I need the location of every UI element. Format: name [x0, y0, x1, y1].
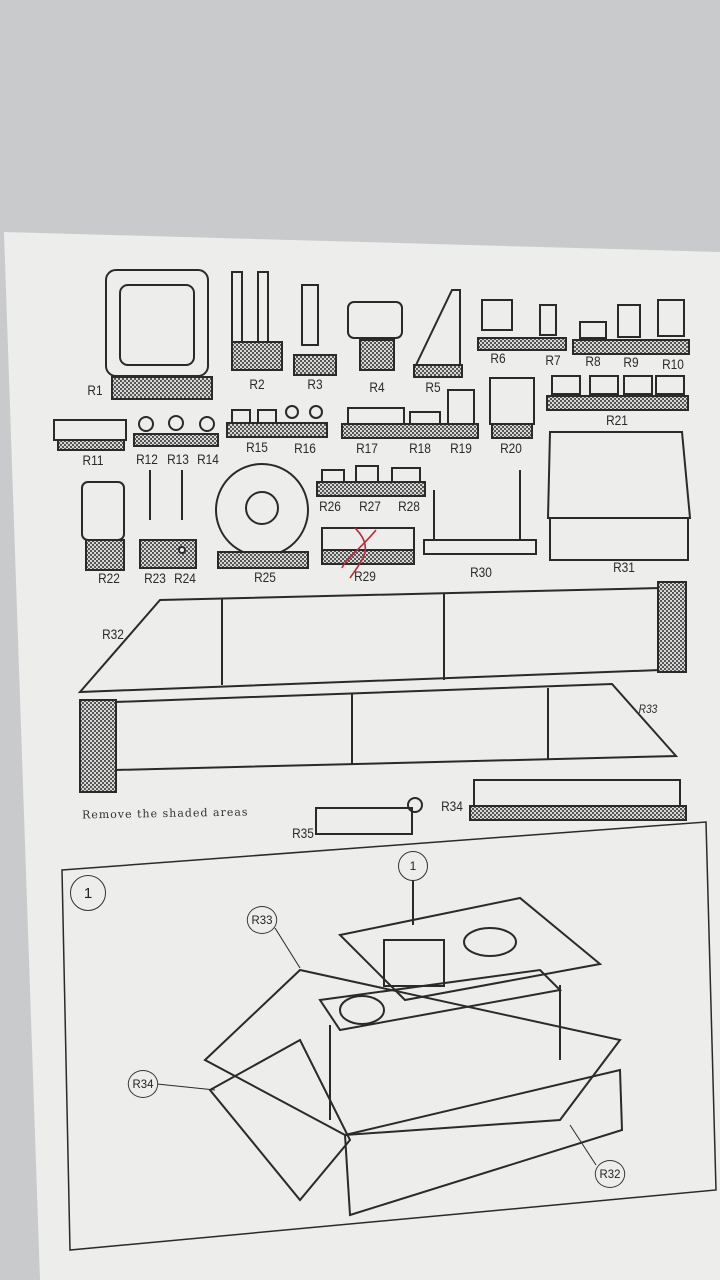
part-label-r13: R13: [167, 451, 189, 467]
step-number-badge: 1: [70, 875, 106, 911]
part-label-r2: R2: [249, 376, 265, 392]
callout-r32: R32: [594, 1160, 626, 1188]
part-label-r14: R14: [197, 451, 219, 467]
part-label-r19: R19: [450, 440, 472, 456]
part-label-r11: R11: [82, 452, 104, 468]
part-label-r25: R25: [254, 569, 276, 585]
callout-r34: R34: [127, 1070, 159, 1098]
part-label-r4: R4: [369, 379, 385, 395]
part-label-r34: R34: [441, 798, 463, 814]
part-label-r20: R20: [500, 440, 522, 456]
part-label-r26: R26: [319, 498, 341, 514]
part-label-r27: R27: [359, 498, 381, 514]
callout-r33: R33: [246, 906, 278, 934]
part-label-r31: R31: [613, 559, 635, 575]
part-label-r32: R32: [102, 626, 124, 642]
pen-mark: [341, 527, 377, 579]
part-label-r17: R17: [356, 440, 378, 456]
part-label-r3: R3: [307, 376, 323, 392]
part-label-r21: R21: [606, 412, 628, 428]
part-label-r16: R16: [294, 440, 316, 456]
part-label-r9: R9: [623, 354, 639, 370]
part-label-r28: R28: [398, 498, 420, 514]
part-label-r22: R22: [98, 570, 120, 586]
part-label-r10: R10: [662, 356, 684, 372]
part-label-r35: R35: [292, 825, 314, 841]
part-label-r29: R29: [354, 568, 376, 584]
part-label-r1: R1: [87, 382, 103, 398]
subassembly-callout: 1: [398, 851, 428, 881]
part-label-r8: R8: [585, 353, 601, 369]
part-label-r15: R15: [246, 439, 268, 455]
part-label-r18: R18: [409, 440, 431, 456]
part-label-r30: R30: [470, 564, 492, 580]
part-label-r7: R7: [545, 352, 561, 368]
part-label-r6: R6: [490, 350, 506, 366]
part-label-r12: R12: [136, 451, 158, 467]
part-label-r24: R24: [174, 570, 196, 586]
part-label-r5: R5: [425, 379, 441, 395]
part-label-r33: R33: [638, 702, 658, 716]
part-label-r23: R23: [144, 570, 166, 586]
